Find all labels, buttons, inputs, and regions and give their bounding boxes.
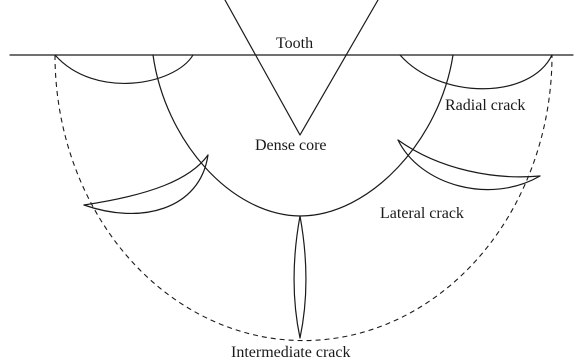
- lateral-crack-left: [83, 154, 209, 206]
- radial-crack-right: [399, 54, 553, 90]
- dense-core-label: Dense core: [255, 137, 327, 154]
- intermediate-crack-label: Intermediate crack: [231, 344, 350, 361]
- lateral-crack-left-lower: [83, 154, 209, 215]
- lateral-crack-label: Lateral crack: [380, 205, 464, 222]
- intermediate-crack: [293, 215, 307, 339]
- tooth-indenter: [224, 0, 379, 136]
- radial-crack-label: Radial crack: [445, 97, 525, 114]
- tooth-label: Tooth: [276, 35, 313, 52]
- radial-crack-left: [54, 54, 194, 84]
- dense-core-boundary: [152, 54, 454, 217]
- lateral-crack-right-upper: [397, 139, 541, 178]
- outer-damage-zone: [54, 54, 553, 342]
- lateral-crack-right: [397, 139, 541, 191]
